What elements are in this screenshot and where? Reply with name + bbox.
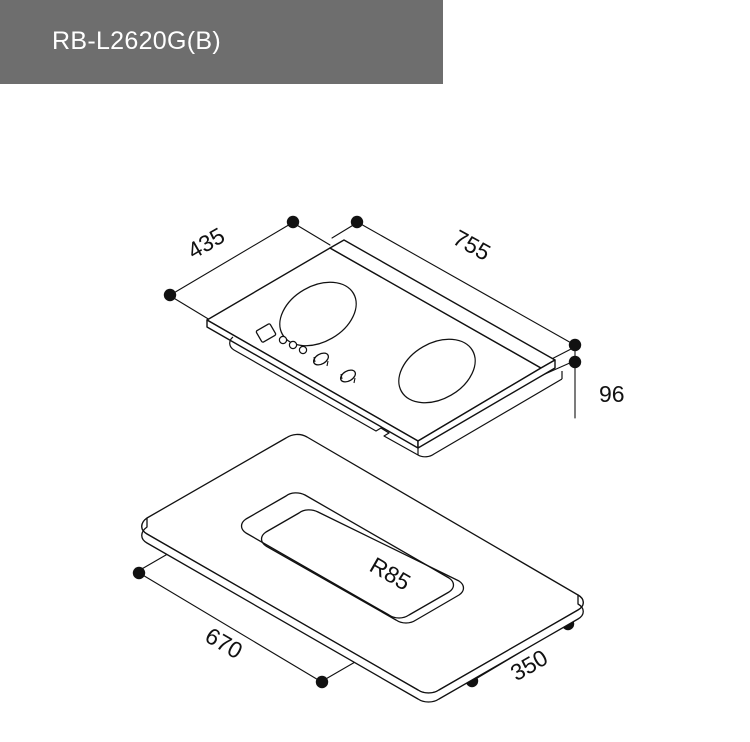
cooktop-dimension-dots — [163, 215, 582, 369]
cutout-assembly: 670 350 R85 — [132, 433, 584, 703]
cutout-hole-top-outline — [240, 492, 455, 619]
dim-line-435 — [171, 222, 293, 295]
knob-right-stem — [340, 373, 356, 384]
control-panel-square-icon[interactable] — [255, 323, 277, 343]
dimension-label-670: 670 — [201, 622, 247, 664]
burner-rear-left — [279, 281, 357, 347]
dim-dot-755-left — [350, 215, 364, 229]
page-title: RB-L2620G(B) — [52, 27, 221, 55]
control-indicator-dot-3[interactable] — [298, 345, 308, 355]
knob-right[interactable] — [339, 368, 358, 385]
dim-dot-435-left — [163, 288, 177, 302]
witness-435-upper — [294, 223, 331, 246]
control-indicator-dot-2[interactable] — [288, 340, 298, 350]
dim-dot-435-right — [286, 215, 300, 229]
slab-front-edge — [141, 517, 584, 703]
knob-left[interactable] — [312, 351, 331, 368]
dim-line-670 — [140, 573, 321, 682]
witness-755-left — [331, 223, 356, 239]
underbody-outline — [229, 336, 563, 458]
dim-dot-755-right — [568, 338, 582, 352]
cooktop-underbody — [229, 336, 563, 458]
witness-435-lower — [171, 296, 211, 321]
cutout-hole — [240, 492, 465, 624]
dim-dot-670-right — [315, 675, 329, 689]
dimension-label-755: 755 — [449, 224, 495, 265]
cutout-hole-inner-outline — [260, 509, 465, 624]
countertop-slab — [141, 433, 584, 703]
cooktop-body — [206, 239, 556, 449]
cooktop-right-apron — [417, 359, 556, 449]
cooktop-top-surface — [206, 247, 542, 442]
cooktop-burners — [279, 281, 476, 404]
cooktop-knobs[interactable] — [312, 351, 358, 385]
cooktop-control-panel[interactable] — [255, 323, 308, 355]
dim-line-755 — [358, 222, 574, 345]
knob-left-stem — [313, 356, 329, 367]
burner-front-right — [398, 338, 476, 404]
dimension-label-96: 96 — [599, 381, 625, 407]
dimension-label-435: 435 — [183, 222, 229, 264]
dim-dot-96-top — [568, 355, 582, 369]
cooktop-assembly: 435 755 96 — [163, 215, 625, 458]
dim-dot-670-left — [132, 566, 146, 580]
header-banner: RB-L2620G(B) — [0, 0, 443, 84]
control-indicator-dot-1[interactable] — [278, 335, 288, 345]
